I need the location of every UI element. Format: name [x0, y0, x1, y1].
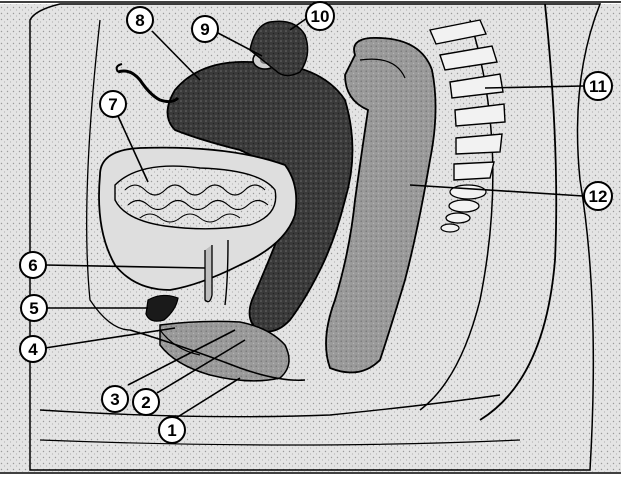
callout-4: 4: [20, 336, 46, 362]
callout-10-text: 10: [311, 7, 330, 26]
callout-5-text: 5: [29, 299, 38, 318]
callout-6-text: 6: [28, 256, 37, 275]
urethra: [205, 245, 212, 302]
callout-9: 9: [192, 16, 218, 42]
callout-10: 10: [306, 2, 334, 30]
callout-6: 6: [20, 252, 46, 278]
callout-2-text: 2: [141, 393, 150, 412]
intestine-loops: [115, 166, 276, 229]
callout-7-text: 7: [108, 95, 117, 114]
callout-11: 11: [584, 72, 612, 100]
callout-2: 2: [133, 389, 159, 415]
callout-9-text: 9: [200, 20, 209, 39]
callout-11-text: 11: [589, 77, 607, 96]
callout-8: 8: [127, 7, 153, 33]
callout-7: 7: [100, 91, 126, 117]
callout-1: 1: [159, 417, 185, 443]
callout-3-text: 3: [110, 390, 119, 409]
callout-8-text: 8: [135, 11, 144, 30]
callout-4-text: 4: [28, 340, 38, 359]
callout-12: 12: [584, 182, 612, 210]
callout-3: 3: [102, 386, 128, 412]
callout-12-text: 12: [589, 187, 608, 206]
callout-5: 5: [21, 295, 47, 321]
callout-1-text: 1: [167, 421, 176, 440]
